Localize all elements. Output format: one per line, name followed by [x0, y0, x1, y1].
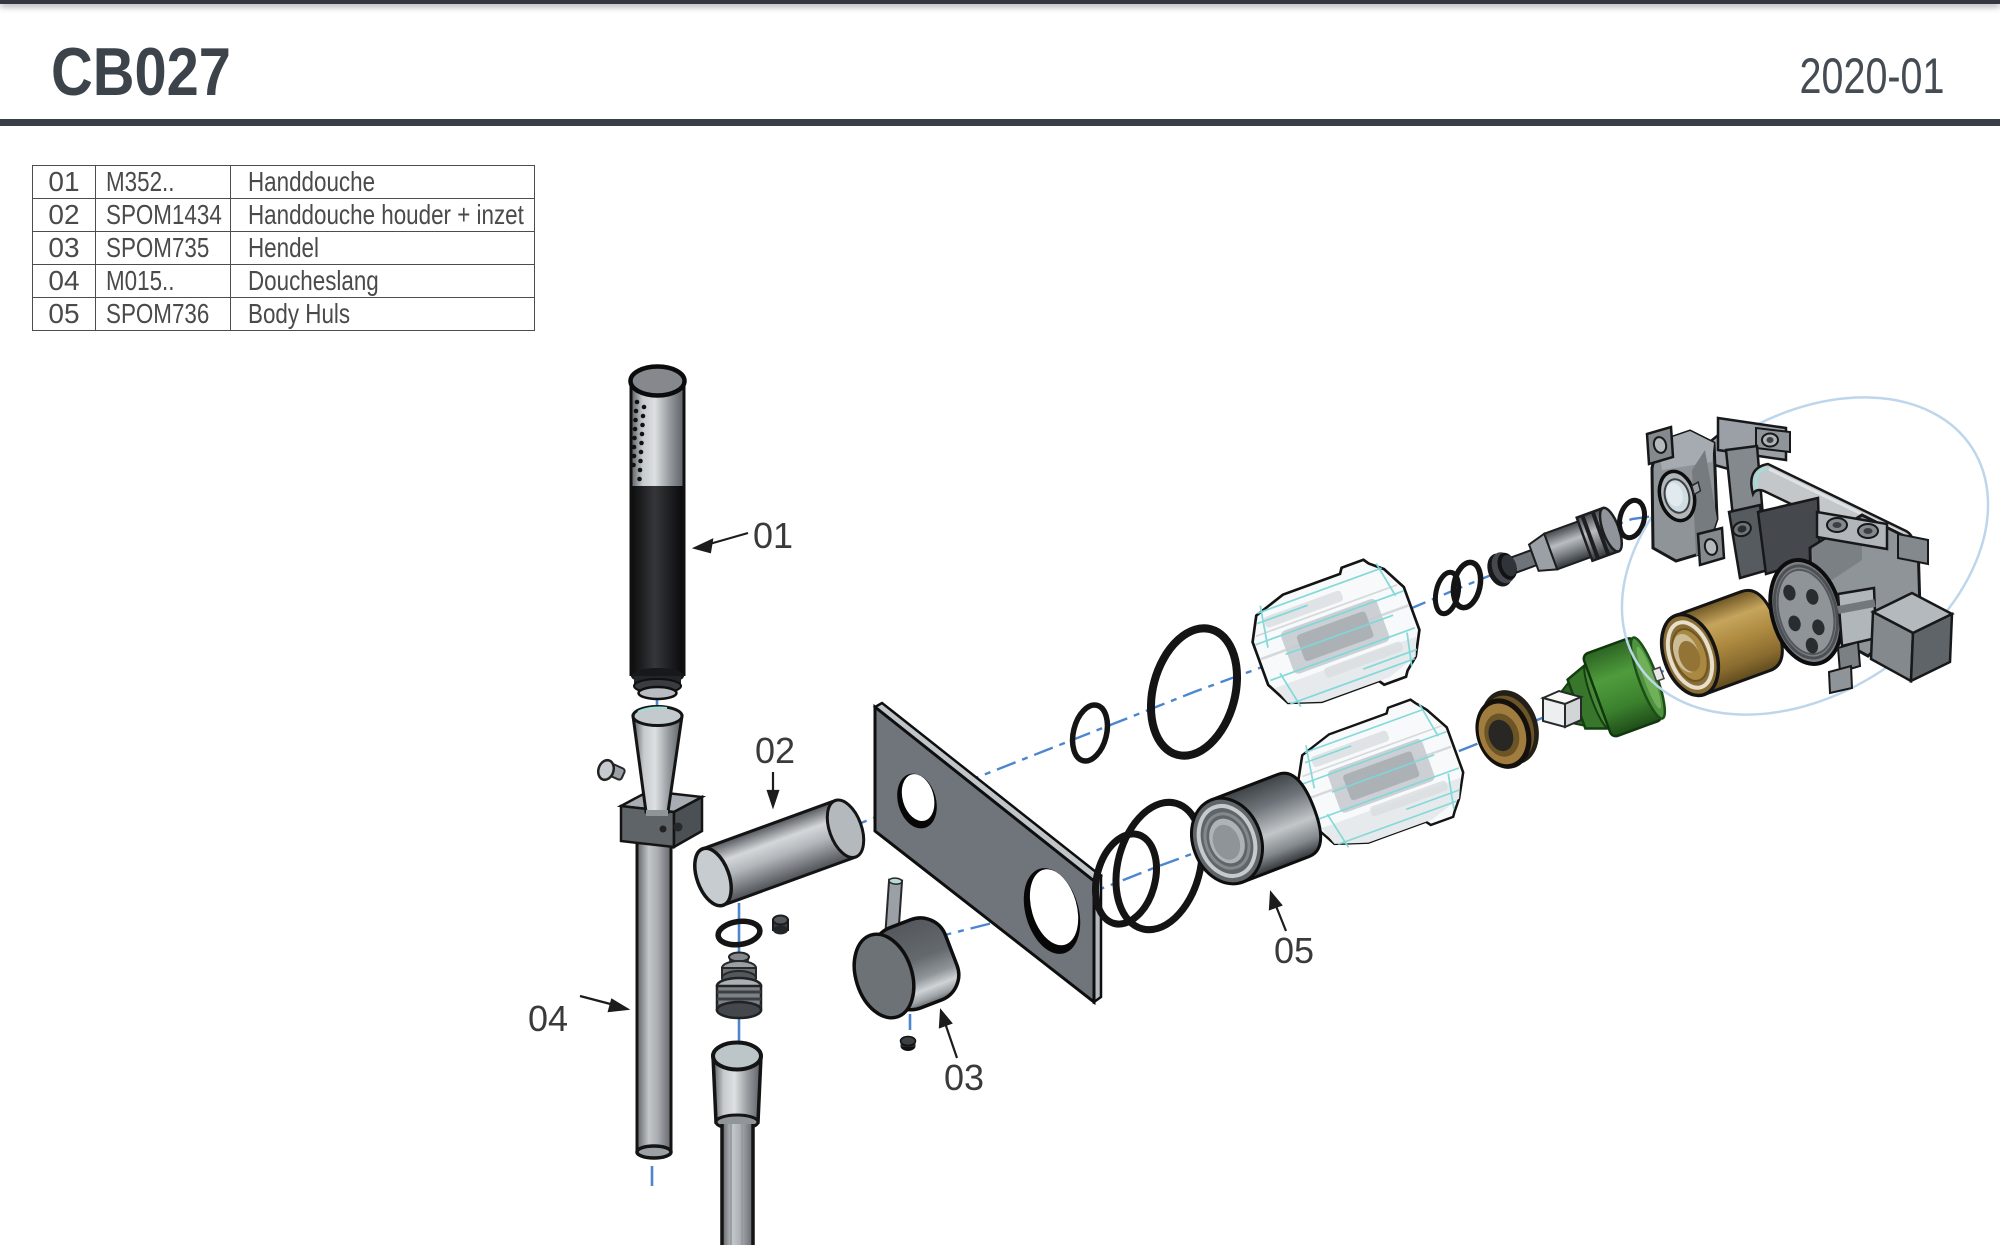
svg-text:03: 03 — [944, 1057, 984, 1098]
svg-text:05: 05 — [1274, 930, 1314, 971]
svg-text:01: 01 — [753, 515, 793, 556]
svg-text:02: 02 — [755, 730, 795, 771]
svg-text:04: 04 — [528, 998, 568, 1039]
